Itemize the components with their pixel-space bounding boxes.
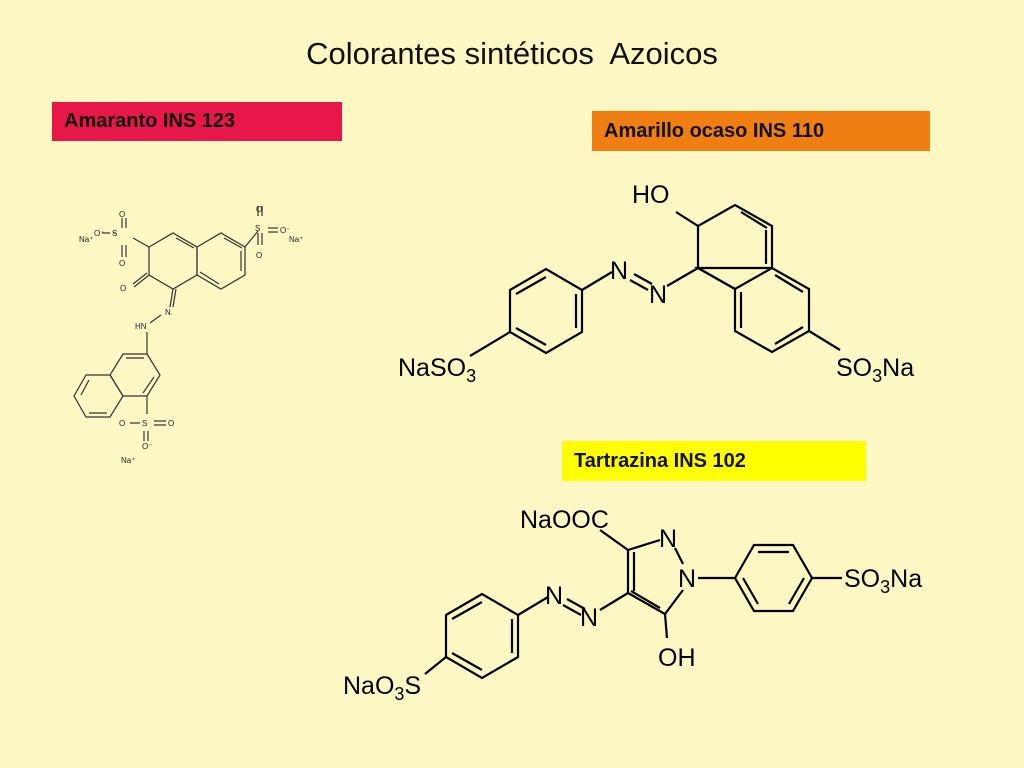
hydroxyl-group: HO [632, 181, 670, 209]
na-ion: Na⁺ [121, 456, 135, 465]
nitrogen-atom: N [165, 308, 171, 317]
hydroxyl-group: OH [658, 644, 696, 672]
oxide-anion: O⁻ [142, 442, 152, 451]
nitrogen-atom: N [659, 525, 677, 553]
oxygen-atom: O [119, 210, 125, 219]
slide-title: Colorantes sintéticos Azoicos [306, 36, 718, 71]
nitrogen-atom: N [649, 281, 667, 309]
oxide-anion: O⁻ [280, 226, 290, 235]
sulfonate-group: SO3Na [836, 354, 914, 386]
amarillo-ocaso-label: Amarillo ocaso INS 110 [592, 111, 930, 151]
oxygen-atom: O [120, 284, 126, 293]
sulfonate-group: NaO3S [343, 672, 421, 704]
nitrogen-atom: N [580, 604, 598, 632]
nitrogen-atom: N [545, 582, 563, 610]
oxygen-atom: O [256, 205, 262, 214]
na-ion: Na⁺ [289, 235, 303, 244]
sulfonate-group: SO3Na [844, 565, 922, 597]
sulfur-atom: S [142, 419, 147, 428]
hn-group: HN [135, 322, 147, 331]
sulfur-atom: S [112, 229, 117, 238]
oxide-anion: O⁻ [94, 229, 104, 238]
tartrazina-label: Tartrazina INS 102 [562, 441, 866, 481]
amaranto-label: Amaranto INS 123 [52, 102, 342, 141]
oxygen-atom: O [119, 259, 125, 268]
oxygen-atom: O [256, 251, 262, 260]
na-ion: Na⁺ [79, 235, 93, 244]
sulfonate-group: NaSO3 [398, 354, 476, 386]
oxygen-atom: O [168, 419, 174, 428]
nitrogen-atom: N [678, 565, 696, 593]
carboxylate-group: NaOOC [520, 506, 609, 534]
sulfur-atom: S [255, 224, 260, 233]
nitrogen-atom: N [610, 257, 628, 285]
oxygen-atom: O [119, 419, 125, 428]
